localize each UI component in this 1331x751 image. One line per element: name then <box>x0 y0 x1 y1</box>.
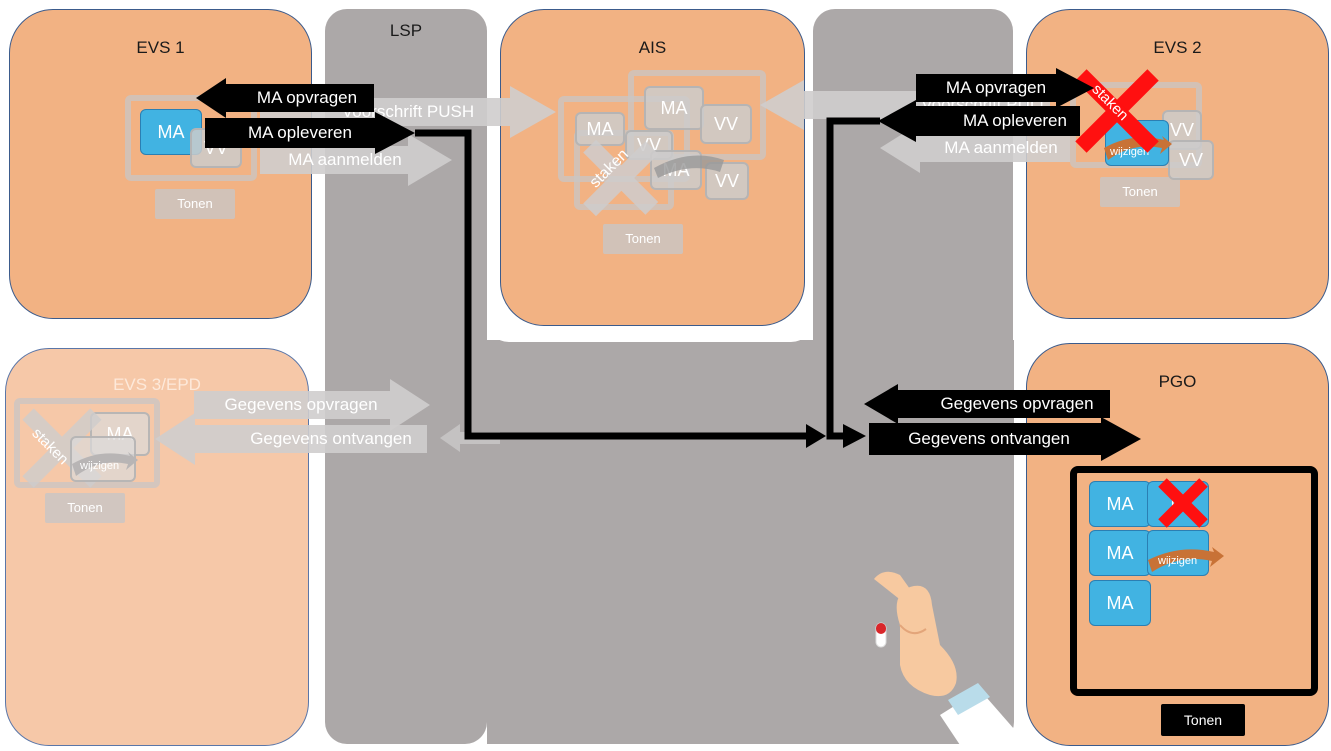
arrow-aanmelden-evs2-label: MA aanmelden <box>944 138 1058 157</box>
pgo-tonen: Tonen <box>1161 704 1245 736</box>
ais-title: AIS <box>638 38 667 57</box>
arrow-gegevens-opvragen-pgo-label: Gegevens opvragen <box>940 394 1094 413</box>
pgo-wijzigen-label: wijzigen <box>1158 555 1198 567</box>
arrow-ma-opvragen-evs2: MA opvragen <box>916 68 1094 108</box>
evs3-tonen: Tonen <box>45 493 125 523</box>
ais-ma-tile: MA <box>644 86 704 130</box>
arrow-gegevens-opvragen-pgo: Gegevens opvragen <box>864 384 1110 424</box>
arrow-aanmelden-label: MA aanmelden <box>288 150 402 169</box>
pgo-staken-cross-icon <box>1158 478 1208 528</box>
arrow-gegevens-opvragen-evs3: Gegevens opvragen <box>194 379 430 431</box>
evs2-staken-cross-icon <box>1075 69 1159 153</box>
lsp-title: LSP <box>389 21 423 40</box>
ais-vv-tile: VV <box>700 104 752 144</box>
arrow-gegevens-ontvangen-pgo-label: Gegevens ontvangen <box>908 429 1070 448</box>
pgo-ma-tile-2: MA <box>1089 530 1151 576</box>
pgo-wijzigen-arrow-icon <box>1148 547 1224 572</box>
evs2-title: EVS 2 <box>1153 38 1202 57</box>
arrow-ma-opleveren-evs1: MA opleveren <box>205 112 415 154</box>
arrow-ma-opvragen-evs1: MA opvragen <box>196 78 374 118</box>
evs3-title: EVS 3/EPD <box>113 375 201 394</box>
arrow-opvragen-evs2-label: MA opvragen <box>945 78 1047 97</box>
pgo-ma-tile-3: MA <box>1089 580 1151 626</box>
evs2-wijzigen-label: wijzigen <box>1110 146 1150 158</box>
lsp-faded-arrow-icon <box>440 424 500 452</box>
arrow-push-label: Voorschrift PUSH <box>341 102 475 121</box>
arrow-opleveren-label: MA opleveren <box>248 123 352 142</box>
evs3-wijzigen-arrow-icon <box>72 452 138 476</box>
evs1-title: EVS 1 <box>136 38 185 57</box>
arrow-gegevens-ontvangen-evs3: Gegevens ontvangen <box>155 413 427 465</box>
arrow-gegevens-ontvangen-pgo: Gegevens ontvangen <box>869 417 1141 461</box>
pgo-monitor <box>1070 466 1318 696</box>
pgo-ma-tile-1: MA <box>1089 481 1151 527</box>
arrow-opvragen-label: MA opvragen <box>256 88 358 107</box>
ais-tonen: Tonen <box>603 224 683 254</box>
evs3-monitor <box>14 398 160 488</box>
arrow-opleveren-evs2-label: MA opleveren <box>963 111 1067 130</box>
evs2-vv-tile2: VV <box>1168 140 1214 180</box>
evs3-wijzigen-label: wijzigen <box>80 460 120 472</box>
hand-pill-illustration <box>874 571 1028 745</box>
ais-wijzigen-arrow-icon <box>654 155 724 178</box>
arrow-gegevens-opvragen-evs3-label: Gegevens opvragen <box>224 395 378 414</box>
evs1-tonen: Tonen <box>155 189 235 219</box>
pgo-title: PGO <box>1158 372 1197 391</box>
evs2-tonen: Tonen <box>1100 177 1180 207</box>
arrow-ma-opleveren-evs2: MA opleveren <box>878 100 1080 142</box>
arrow-gegevens-ontvangen-evs3-label: Gegevens ontvangen <box>250 429 412 448</box>
